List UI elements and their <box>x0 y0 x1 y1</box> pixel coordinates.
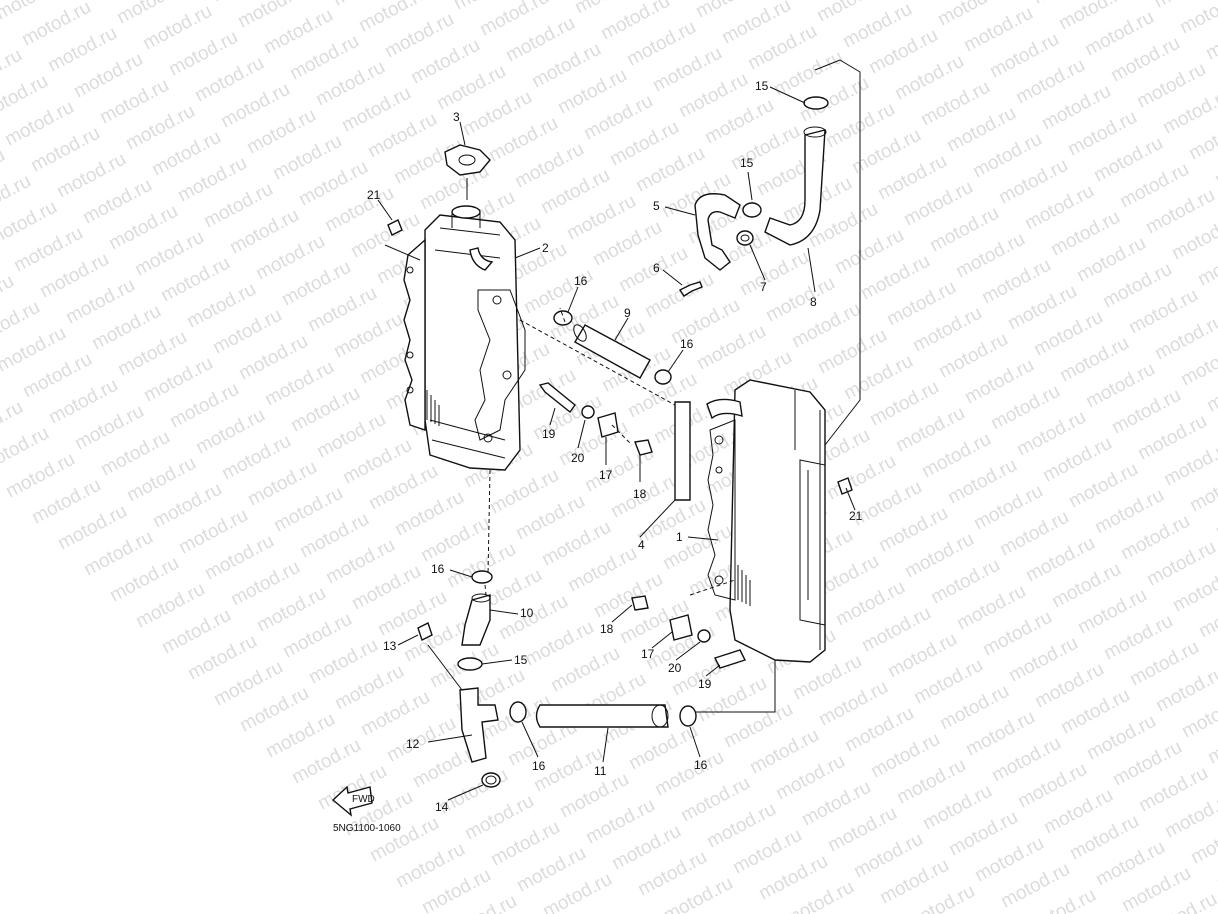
callout-21: 21 <box>849 509 863 523</box>
callout-9: 9 <box>624 306 631 320</box>
callout-20: 20 <box>668 661 682 675</box>
callout-4: 4 <box>638 538 645 552</box>
fwd-label: FWD <box>352 794 375 805</box>
callout-21: 21 <box>367 188 381 202</box>
hose-11 <box>535 704 669 728</box>
callout-15: 15 <box>755 79 769 93</box>
hose-8 <box>764 126 827 246</box>
callout-1: 1 <box>676 530 683 544</box>
plate-4 <box>674 401 691 501</box>
callout-16: 16 <box>694 758 708 772</box>
callout-6: 6 <box>653 261 660 275</box>
fwd-arrow-icon: FWD <box>331 785 375 817</box>
callout-15: 15 <box>514 653 528 667</box>
callout-3: 3 <box>453 110 460 124</box>
callout-17: 17 <box>641 647 655 661</box>
callout-20: 20 <box>571 451 585 465</box>
callout-18: 18 <box>633 487 647 501</box>
callout-13: 13 <box>383 639 397 653</box>
callout-11: 11 <box>594 764 607 778</box>
radiator-cap <box>444 144 491 176</box>
callout-10: 10 <box>520 606 534 620</box>
callout-8: 8 <box>810 295 817 309</box>
watermark-text: motod.ru <box>1176 0 1218 38</box>
callout-14: 14 <box>435 800 449 814</box>
hose-5 <box>694 193 741 271</box>
callout-12: 12 <box>406 737 420 751</box>
callout-16: 16 <box>680 337 694 351</box>
callout-15: 15 <box>740 156 754 170</box>
callout-17: 17 <box>599 468 613 482</box>
callout-16: 16 <box>431 562 445 576</box>
callout-numbers: 3 21 2 16 9 16 19 20 17 18 4 15 15 5 6 7… <box>367 79 863 814</box>
small-parts <box>387 96 853 788</box>
pipe-12 <box>459 687 499 763</box>
connection-lines <box>384 59 861 713</box>
hose-10 <box>461 593 491 646</box>
callout-5: 5 <box>653 199 660 213</box>
callout-16: 16 <box>574 274 588 288</box>
callout-19: 19 <box>542 427 556 441</box>
diagram-code: 5NG1100-1060 <box>333 823 401 834</box>
right-radiator <box>706 379 826 663</box>
callout-leaders <box>377 86 856 801</box>
callout-18: 18 <box>600 622 614 636</box>
left-radiator <box>403 205 526 471</box>
hose-9 <box>573 324 651 379</box>
callout-7: 7 <box>760 280 767 294</box>
callout-16: 16 <box>532 759 546 773</box>
callout-19: 19 <box>698 677 712 691</box>
callout-2: 2 <box>542 241 549 255</box>
